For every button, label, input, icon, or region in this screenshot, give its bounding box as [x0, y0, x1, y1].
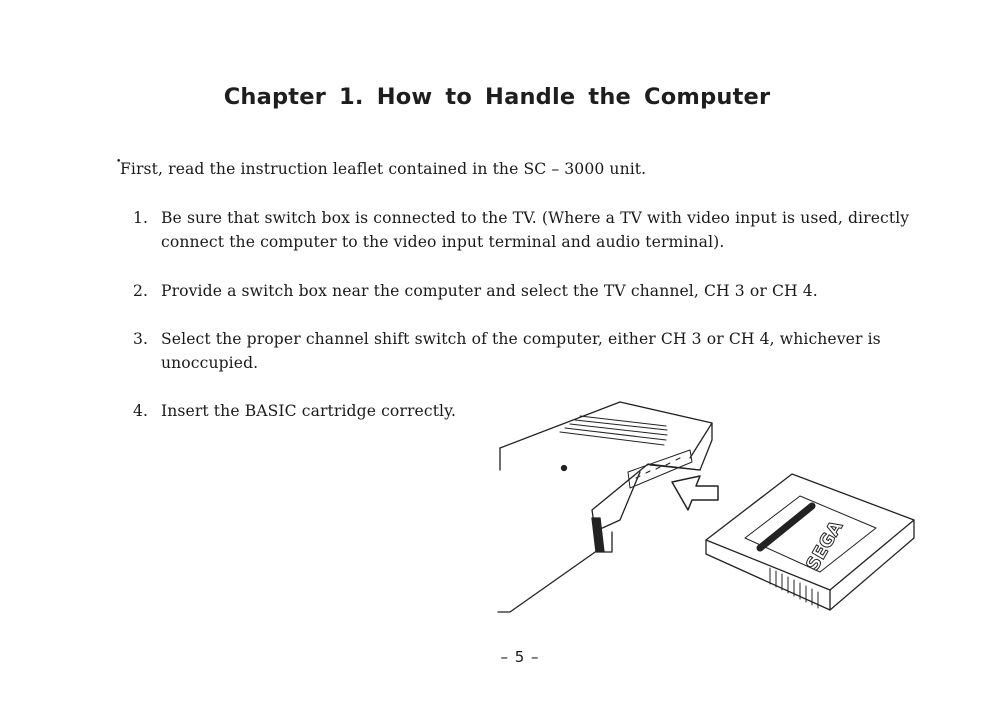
- cartridge-illustration: SEGA: [705, 473, 915, 611]
- intro-text: First, read the instruction leaflet cont…: [120, 160, 647, 178]
- step-text: Select the proper channel shift switch o…: [161, 330, 881, 372]
- insert-arrow-icon: [671, 475, 719, 511]
- step-3: 3. Select the proper channel shift switc…: [133, 327, 923, 375]
- computer-illustration: [497, 401, 713, 613]
- ink-speck: •: [116, 157, 122, 167]
- step-number: 4.: [133, 402, 149, 420]
- page-number: – 5 –: [500, 648, 540, 666]
- chapter-title: Chapter 1. How to Handle the Computer: [223, 84, 771, 110]
- step-text: Provide a switch box near the computer a…: [161, 282, 818, 300]
- step-text: Be sure that switch box is connected to …: [161, 209, 910, 251]
- step-number: 1.: [133, 209, 149, 227]
- intro-paragraph: • First, read the instruction leaflet co…: [116, 157, 647, 178]
- step-4: 4. Insert the BASIC cartridge correctly.: [133, 399, 923, 423]
- cartridge-slot: [627, 449, 693, 489]
- step-number: 2.: [133, 282, 149, 300]
- cartridge-insertion-illustration: SEGA: [497, 401, 915, 613]
- keyboard-keys-icon: [560, 464, 568, 472]
- step-1: 1. Be sure that switch box is connected …: [133, 206, 923, 254]
- step-2: 2. Provide a switch box near the compute…: [133, 279, 923, 303]
- step-number: 3.: [133, 330, 149, 348]
- step-text: Insert the BASIC cartridge correctly.: [161, 402, 457, 420]
